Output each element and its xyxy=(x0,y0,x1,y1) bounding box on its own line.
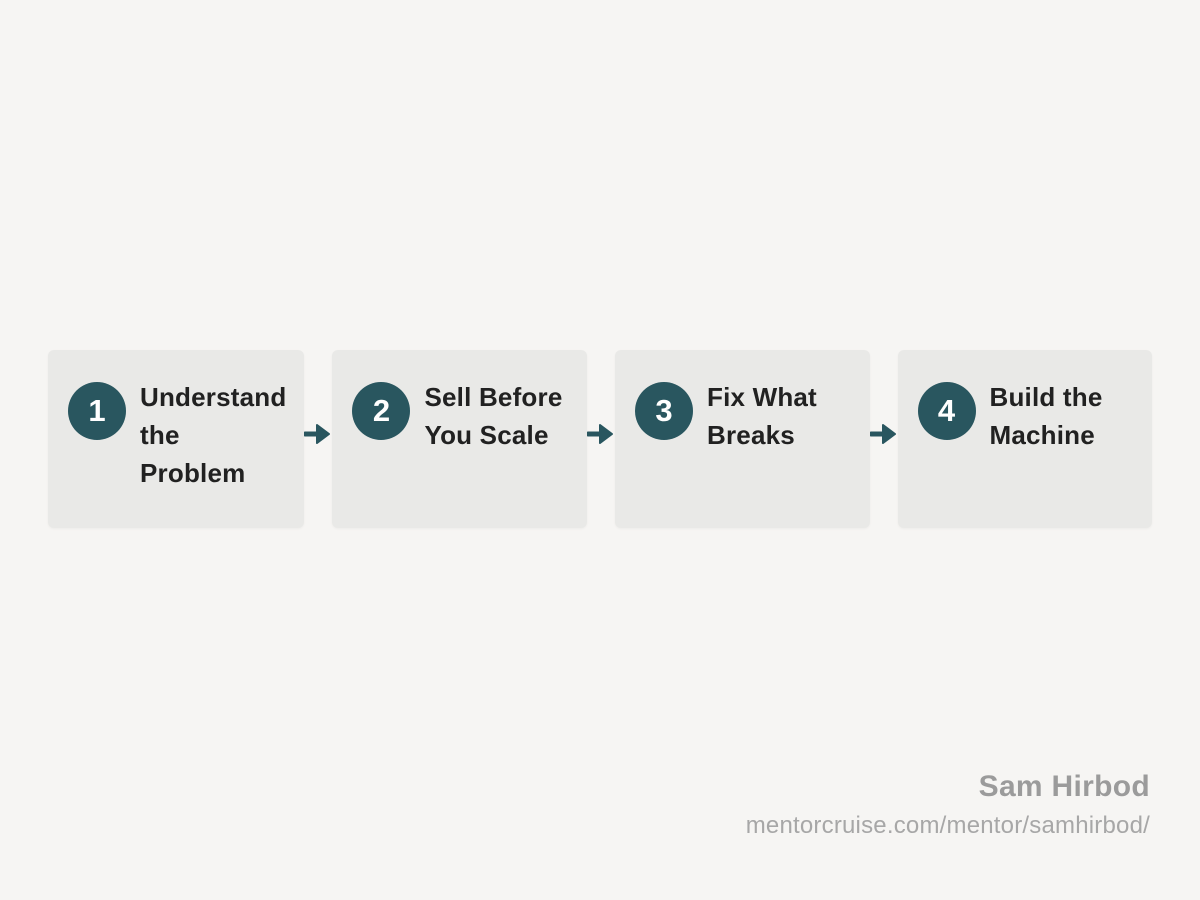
step-box-1: 1 Understand the Problem xyxy=(48,350,305,528)
step-1-label: Understand the Problem xyxy=(140,382,287,488)
step-box-4: 4 Build the Machine xyxy=(897,350,1153,528)
mentor-url: mentorcruise.com/mentor/samhirbod/ xyxy=(745,812,1150,839)
step-4-label: Build the Machine xyxy=(989,382,1103,450)
author-name: Sam Hirbod xyxy=(978,770,1150,803)
step-4-badge: 4 xyxy=(917,382,976,440)
step-4-number: 4 xyxy=(937,393,956,428)
step-3-number: 3 xyxy=(655,393,673,428)
step-3-label: Fix What Breaks xyxy=(706,382,817,450)
step-2-badge: 2 xyxy=(352,382,411,440)
step-3-badge: 3 xyxy=(634,382,693,440)
process-flow: 1 Understand the Problem 2 Sell Before Y… xyxy=(48,350,1153,528)
step-box-3: 3 Fix What Breaks xyxy=(614,350,870,528)
step-box-2: 2 Sell Before You Scale xyxy=(332,350,587,528)
arrow-right-icon xyxy=(869,422,898,446)
attribution: Sam Hirbod mentorcruise.com/mentor/samhi… xyxy=(746,770,1150,840)
step-2-label: Sell Before You Scale xyxy=(424,382,563,450)
arrow-right-icon xyxy=(304,422,332,446)
step-1-number: 1 xyxy=(88,393,106,428)
step-1-badge: 1 xyxy=(68,382,126,440)
step-2-number: 2 xyxy=(372,393,391,428)
arrow-right-icon xyxy=(586,422,615,446)
